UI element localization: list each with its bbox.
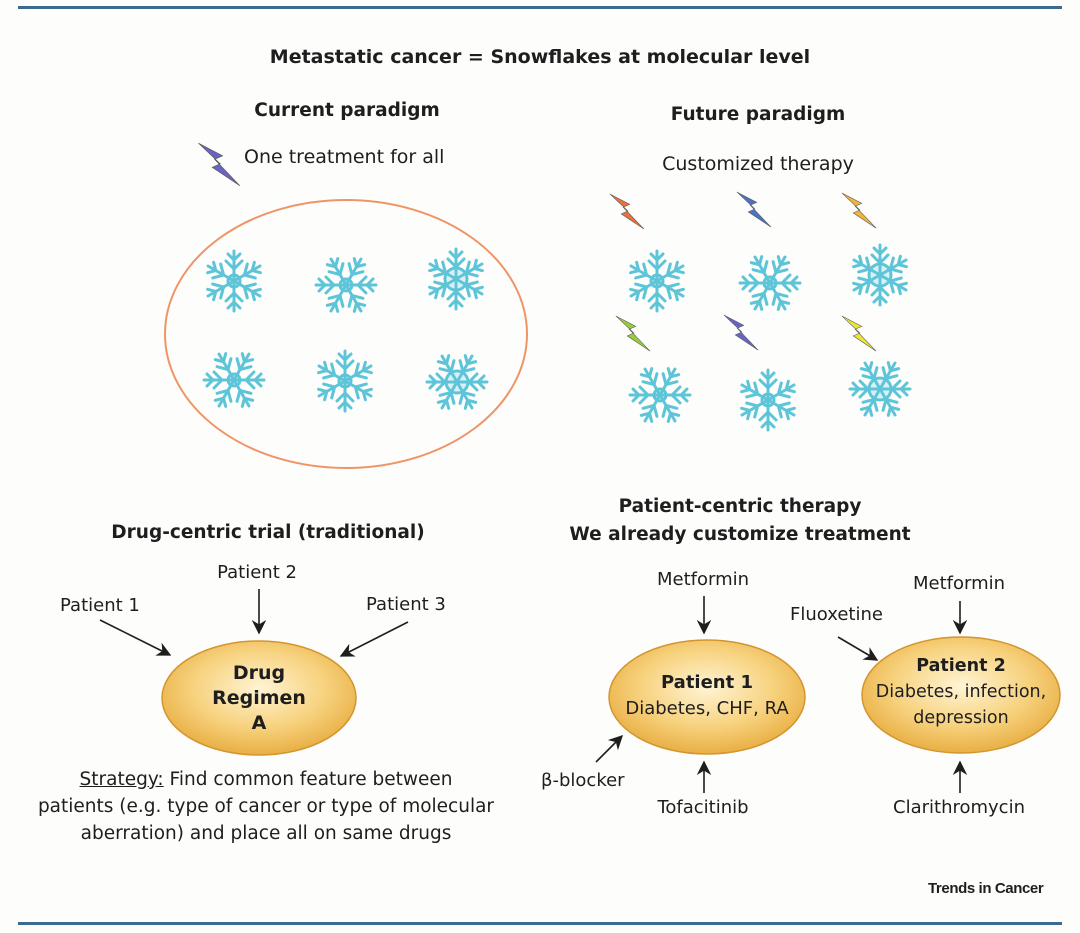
current-snowflake-icon: [314, 253, 378, 317]
p2-clarithromycin-label: Clarithromycin: [893, 797, 1025, 818]
future-snowflake-icon: [736, 368, 800, 432]
future-snowflake-icon: [848, 243, 912, 307]
patient2-label: Patient 2: [217, 562, 297, 583]
population-oval: [164, 199, 528, 469]
patient-centric-heading: Patient-centric therapy: [618, 496, 862, 517]
p1-metformin-label: Metformin: [656, 569, 750, 590]
arrow-patient1: [99, 619, 172, 656]
current-snowflake-icon: [202, 348, 266, 412]
future-snowflake-icon: [628, 363, 692, 427]
patient2-node-label: Patient 2 Diabetes, infection, depressio…: [875, 656, 1047, 728]
future-snowflake-icon: [625, 249, 689, 313]
future-lightning-bolt-icon: [841, 192, 877, 229]
future-snowflake-icon: [848, 357, 912, 421]
patient1-node-label: Patient 1 Diabetes, CHF, RA: [625, 672, 789, 719]
patient3-label: Patient 3: [366, 594, 446, 615]
p1-beta-blocker-label: β-blocker: [541, 770, 625, 791]
p2-fluoxetine-label: Fluoxetine: [790, 604, 883, 625]
future-lightning-bolt-icon: [609, 193, 645, 230]
current-snowflake-icon: [202, 249, 266, 313]
arrow-patient3: [339, 621, 409, 657]
current-snowflake-icon: [313, 349, 377, 413]
source-logo-text: Trends in Cancer: [928, 880, 1044, 897]
p2-metformin-label: Metformin: [912, 573, 1006, 594]
bottom-rule: [18, 922, 1062, 925]
figure-title: Metastatic cancer = Snowflakes at molecu…: [269, 46, 811, 68]
future-lightning-bolt-icon: [723, 314, 759, 351]
arrow-beta-blocker: [595, 734, 624, 763]
current-lightning-bolt-icon: [198, 142, 241, 186]
future-paradigm-heading: Future paradigm: [670, 104, 846, 125]
drug-regimen-label: Drug Regimen A: [212, 662, 306, 734]
future-paradigm-caption: Customized therapy: [662, 153, 854, 175]
drug-regimen-node: [161, 640, 357, 756]
future-lightning-bolt-icon: [736, 191, 772, 228]
current-paradigm-heading: Current paradigm: [254, 100, 440, 121]
strategy-label: Strategy:: [79, 769, 164, 790]
arrow-fluoxetine: [837, 636, 879, 661]
patient2-node: [861, 636, 1061, 754]
future-snowflake-icon: [738, 251, 802, 315]
patient1-label: Patient 1: [60, 595, 140, 616]
current-paradigm-caption: One treatment for all: [244, 146, 445, 168]
p1-tofacitinib-label: Tofacitinib: [657, 797, 749, 818]
drug-centric-heading: Drug-centric trial (traditional): [111, 522, 425, 543]
strategy-text: Strategy: Find common feature between pa…: [37, 769, 495, 844]
current-snowflake-icon: [424, 247, 488, 311]
patient1-node: [608, 639, 806, 755]
future-lightning-bolt-icon: [615, 315, 651, 352]
top-rule: [18, 6, 1062, 9]
patient-centric-subheading: We already customize treatment: [569, 524, 911, 545]
future-lightning-bolt-icon: [841, 315, 877, 352]
current-snowflake-icon: [425, 350, 489, 414]
